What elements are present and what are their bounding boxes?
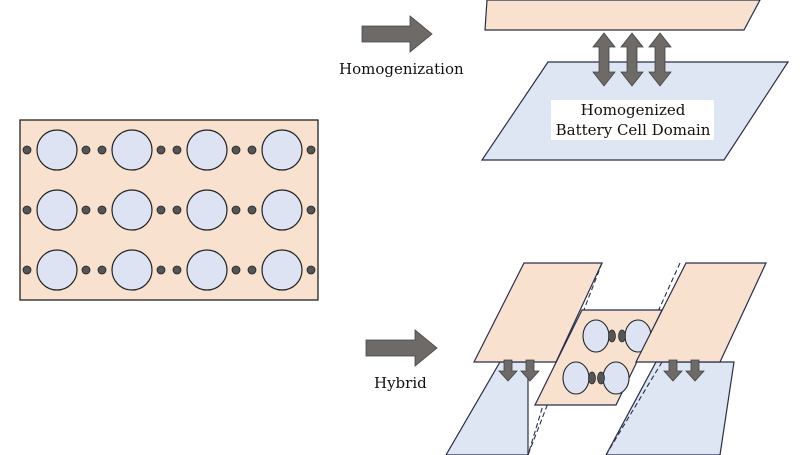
interstitial-dot	[172, 265, 182, 275]
homogenized-model: Homogenized Battery Cell Domain	[480, 0, 790, 161]
battery-pack	[19, 119, 319, 301]
interstitial-dot	[156, 265, 166, 275]
resolved-dot	[588, 371, 596, 385]
right-arrow-icon	[365, 329, 438, 367]
resolved-cell	[602, 361, 630, 395]
interstitial-dot	[156, 205, 166, 215]
resolved-cell	[582, 319, 610, 353]
double-headed-arrow-icon	[648, 32, 672, 87]
resolved-dot	[597, 371, 605, 385]
down-arrow-icon	[685, 359, 705, 382]
homogenization-arrow	[361, 15, 433, 53]
interstitial-dot	[97, 265, 107, 275]
battery-cell	[36, 129, 78, 171]
interstitial-dot	[81, 205, 91, 215]
interstitial-dot	[306, 205, 316, 215]
interstitial-dot	[306, 265, 316, 275]
right-arrow-icon	[361, 15, 433, 53]
interstitial-dot	[81, 265, 91, 275]
battery-cell	[261, 129, 303, 171]
upper-tissue-plane	[484, 0, 761, 31]
homogenization-label: Homogenization	[339, 60, 464, 78]
resolved-dot	[618, 329, 626, 343]
battery-cell	[111, 189, 153, 231]
interstitial-dot	[81, 145, 91, 155]
battery-cell	[111, 129, 153, 171]
battery-cell	[186, 189, 228, 231]
interstitial-dot	[172, 205, 182, 215]
interstitial-dot	[247, 145, 257, 155]
battery-cell	[186, 129, 228, 171]
down-arrow-icon	[520, 359, 540, 382]
domain-label-line2: Battery Cell Domain	[556, 121, 711, 139]
hybrid-cells	[562, 319, 652, 395]
coupling-arrows	[592, 32, 672, 87]
interstitial-dot	[22, 205, 32, 215]
interstitial-dot	[231, 205, 241, 215]
interstitial-dot	[22, 265, 32, 275]
battery-cell	[111, 249, 153, 291]
hybrid-coupling-arrows	[498, 359, 705, 382]
battery-cell	[36, 249, 78, 291]
interstitial-dot	[247, 265, 257, 275]
domain-label-box	[551, 100, 714, 140]
resolved-dot	[608, 329, 616, 343]
interstitial-dot	[231, 265, 241, 275]
domain-label-line1: Homogenized	[581, 101, 686, 119]
down-arrow-icon	[663, 359, 683, 382]
down-arrow-icon	[498, 359, 518, 382]
battery-cell	[186, 249, 228, 291]
interstitial-dot	[247, 205, 257, 215]
hybrid-label: Hybrid	[374, 374, 427, 392]
battery-cell	[36, 189, 78, 231]
battery-cell	[261, 249, 303, 291]
interstitial-dot	[172, 145, 182, 155]
hybrid-model	[445, 262, 767, 455]
resolved-cell	[562, 361, 590, 395]
interstitial-dot	[97, 145, 107, 155]
double-headed-arrow-icon	[592, 32, 616, 87]
cell-grid	[22, 129, 316, 291]
interstitial-dot	[97, 205, 107, 215]
interstitial-dot	[231, 145, 241, 155]
interstitial-dot	[306, 145, 316, 155]
left-upper-plane	[473, 262, 603, 363]
interstitial-dot	[156, 145, 166, 155]
interstitial-dot	[22, 145, 32, 155]
double-headed-arrow-icon	[620, 32, 644, 87]
left-lower-plane	[445, 361, 529, 455]
battery-cell	[261, 189, 303, 231]
right-upper-plane	[635, 262, 767, 363]
hybrid-arrow	[365, 329, 438, 367]
